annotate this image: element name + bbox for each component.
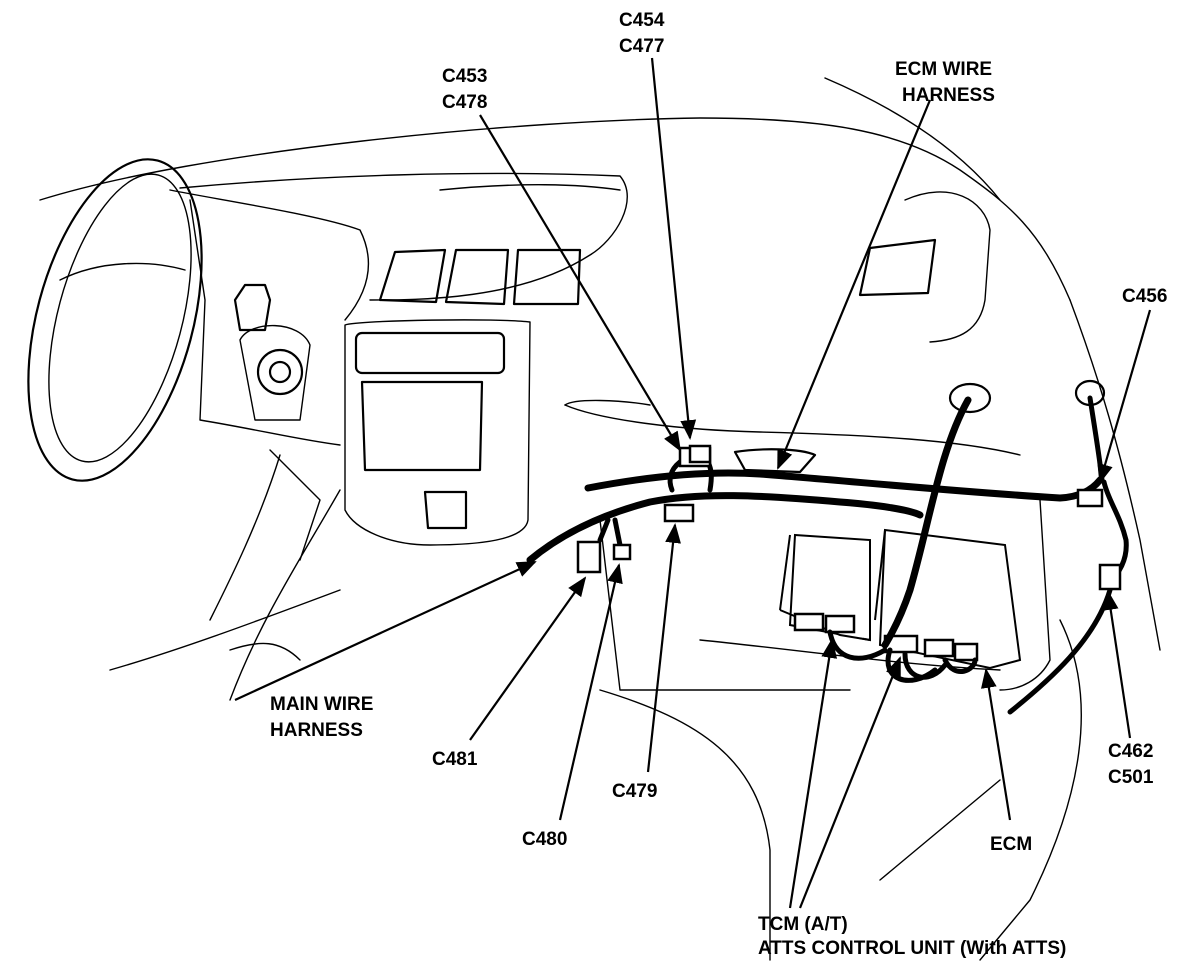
label-c481: C481 (432, 749, 478, 770)
label-c479: C479 (612, 781, 657, 802)
label-c453: C453 (442, 66, 487, 87)
label-ecm-wire-harness-line1: ECM WIRE (895, 59, 992, 80)
label-main-wire-harness-line1: MAIN WIRE (270, 694, 373, 715)
label-c480: C480 (522, 829, 567, 850)
connector-c481 (576, 540, 602, 574)
label-tcm-line1: TCM (A/T) (758, 914, 848, 935)
connector-c480 (612, 543, 632, 561)
label-c478: C478 (442, 92, 487, 113)
tcm-unit (779, 533, 871, 642)
label-c456: C456 (1122, 286, 1167, 307)
label-ecm-wire-harness-line2: HARNESS (902, 85, 995, 106)
label-c462: C462 (1108, 741, 1153, 762)
connector-c456 (1076, 488, 1104, 508)
label-c477: C477 (619, 36, 664, 57)
label-ecm: ECM (990, 834, 1032, 855)
label-c501: C501 (1108, 767, 1154, 788)
label-tcm-line2: ATTS CONTROL UNIT (With ATTS) (758, 938, 1066, 959)
label-main-wire-harness-line2: HARNESS (270, 720, 363, 741)
dashboard-outline (27, 77, 1161, 961)
ecm-unit (874, 528, 1022, 670)
connector-c479 (663, 503, 695, 523)
connector-c462 (1098, 563, 1122, 591)
connector-c454 (688, 444, 712, 464)
label-c454: C454 (619, 10, 665, 31)
connectors (576, 444, 1122, 591)
leader-lines (234, 57, 1152, 909)
labels: C454 C477 C453 C478 ECM WIRE HARNESS C45… (270, 10, 1167, 959)
